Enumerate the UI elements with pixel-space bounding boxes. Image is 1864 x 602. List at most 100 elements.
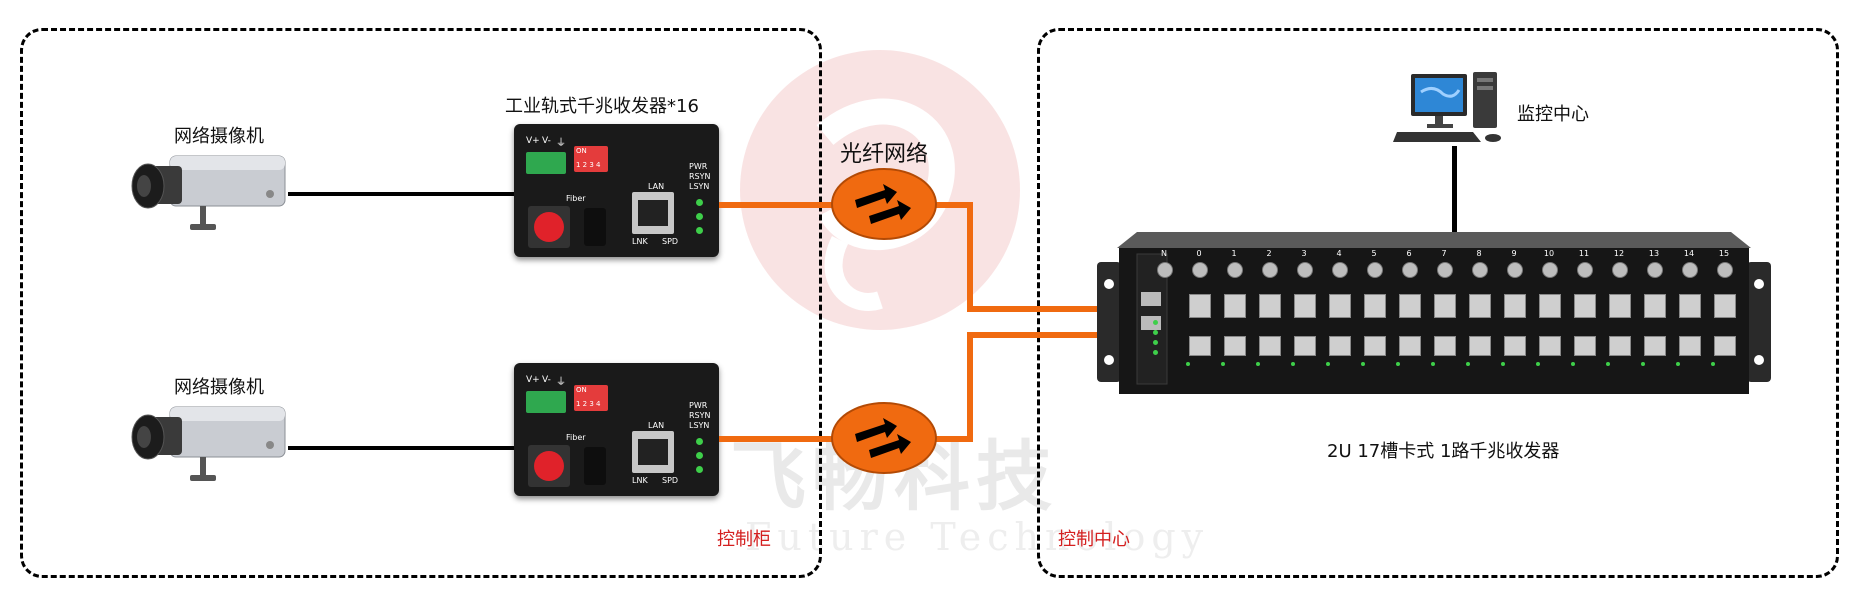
transceiver-2: V+ V- ⏚ ON 1 2 3 4 Fiber LAN LNK SPD PWR… <box>514 363 719 496</box>
lnk-label: LNK <box>632 476 648 485</box>
sfp-port-icon <box>1679 294 1701 318</box>
chassis-slot: 8 <box>1464 249 1494 390</box>
slot-number-label: 11 <box>1578 249 1590 258</box>
led-icon <box>1711 362 1715 366</box>
led-icon <box>1501 362 1505 366</box>
led-icon <box>696 199 703 206</box>
sfp-port-icon <box>1364 294 1386 318</box>
led-icon <box>1361 362 1365 366</box>
chassis-slot: 9 <box>1499 249 1529 390</box>
led-icon <box>1326 362 1330 366</box>
screw-icon <box>1402 262 1418 278</box>
chassis-slot: 2 <box>1254 249 1284 390</box>
control-cabinet-label: 控制柜 <box>717 529 771 550</box>
led-icon <box>1396 362 1400 366</box>
slot-number-label: 3 <box>1301 249 1307 258</box>
rj45-port-icon <box>1434 336 1456 356</box>
chassis-slot: 10 <box>1534 249 1564 390</box>
chassis-slot: 15 <box>1709 249 1739 390</box>
dip-on-label: ON <box>576 386 587 394</box>
led-icon <box>1676 362 1680 366</box>
spd-label: SPD <box>662 476 679 485</box>
camera-1-label: 网络摄像机 <box>174 126 264 147</box>
camera-2-cable <box>288 446 514 450</box>
led-icon <box>1641 362 1645 366</box>
led-icon <box>696 227 703 234</box>
rj45-port-icon <box>1574 336 1596 356</box>
led-icon <box>696 438 703 445</box>
slot-number-label: 6 <box>1406 249 1412 258</box>
dip-on-label: ON <box>576 147 587 155</box>
led-icon <box>1431 362 1435 366</box>
slot-number-label: N <box>1161 249 1167 258</box>
led-icon <box>1536 362 1540 366</box>
rj45-port-icon <box>1224 336 1246 356</box>
fiber-network-icon-1 <box>831 168 937 240</box>
fiber-network-icon-2 <box>831 402 937 474</box>
rsyn-label: RSYN <box>689 411 711 420</box>
rj45-port-icon <box>1259 336 1281 356</box>
chassis-slot: 4 <box>1324 249 1354 390</box>
chassis-label: 2U 17槽卡式 1路千兆收发器 <box>1327 441 1560 462</box>
fiber-line-2b <box>933 436 971 442</box>
led-icon <box>696 466 703 473</box>
sfp-port-icon <box>1434 294 1456 318</box>
fiber-label: Fiber <box>566 194 586 203</box>
rj45-port-icon <box>1364 336 1386 356</box>
screw-icon <box>1682 262 1698 278</box>
slot-number-label: 0 <box>1196 249 1202 258</box>
control-center-label: 控制中心 <box>1058 529 1130 550</box>
lan-port-icon <box>632 192 674 234</box>
fiber-line-1c <box>967 202 973 312</box>
rj45-port-icon <box>1469 336 1491 356</box>
chassis-slot: 13 <box>1639 249 1669 390</box>
rj45-port-icon <box>1539 336 1561 356</box>
screw-icon <box>1507 262 1523 278</box>
led-icon <box>1256 362 1260 366</box>
monitor-center-label: 监控中心 <box>1517 104 1589 125</box>
sfp-port-icon <box>1469 294 1491 318</box>
power-minus-label: V- <box>542 136 551 146</box>
slot-number-label: 13 <box>1648 249 1660 258</box>
pwr-label: PWR <box>689 162 708 171</box>
sfp-port-icon <box>1329 294 1351 318</box>
chassis-slot: 0 <box>1184 249 1214 390</box>
led-icon <box>1153 350 1158 355</box>
rj45-port-icon <box>1714 336 1736 356</box>
rj45-port-icon <box>1504 336 1526 356</box>
pwr-label: PWR <box>689 401 708 410</box>
rj45-port-icon <box>1399 336 1421 356</box>
slot-number-label: 8 <box>1476 249 1482 258</box>
chassis-slot: 6 <box>1394 249 1424 390</box>
slot-number-label: 9 <box>1511 249 1517 258</box>
control-center-zone <box>1037 28 1839 578</box>
led-icon <box>1186 362 1190 366</box>
sfp-port-icon <box>1294 294 1316 318</box>
sfp-port-icon <box>1189 294 1211 318</box>
computer-icon <box>1393 70 1517 146</box>
screw-icon <box>1542 262 1558 278</box>
chassis-rack <box>1097 232 1771 410</box>
rj45-port-icon <box>1609 336 1631 356</box>
led-icon <box>1153 340 1158 345</box>
sfp-port-icon <box>1259 294 1281 318</box>
slot-number-label: 4 <box>1336 249 1342 258</box>
screw-icon <box>1192 262 1208 278</box>
sfp-port-icon <box>1399 294 1421 318</box>
control-cabinet-zone <box>20 28 822 578</box>
chassis-slot: 11 <box>1569 249 1599 390</box>
sfp-port-icon <box>1714 294 1736 318</box>
lsyn-label: LSYN <box>689 421 710 430</box>
screw-icon <box>1472 262 1488 278</box>
slot-number-label: 14 <box>1683 249 1695 258</box>
dip-numbers-label: 1 2 3 4 <box>576 400 601 408</box>
camera-2-icon <box>130 401 288 483</box>
power-plus-label: V+ <box>526 136 540 146</box>
screw-icon <box>1297 262 1313 278</box>
led-icon <box>696 213 703 220</box>
led-icon <box>1153 330 1158 335</box>
screw-icon <box>1227 262 1243 278</box>
led-icon <box>1606 362 1610 366</box>
monitor-cable <box>1452 146 1457 232</box>
